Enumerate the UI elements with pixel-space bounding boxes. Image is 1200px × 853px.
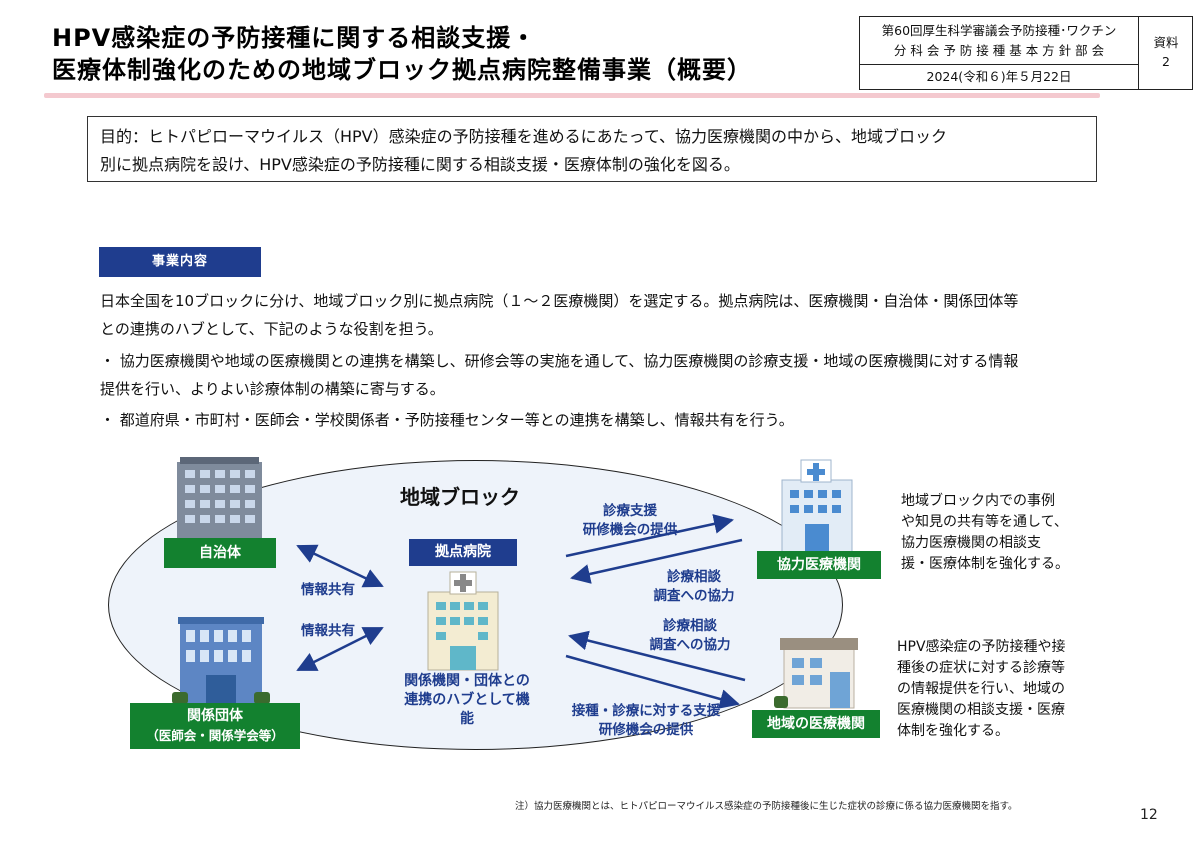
municipality-building-icon: [177, 457, 262, 544]
arrow-municipality-hub: [296, 544, 384, 588]
organization-building-icon: [172, 617, 270, 704]
info-share-label-2: 情報共有: [301, 623, 355, 639]
purpose-line-2: 別に拠点病院を設け、HPV感染症の予防接種に関する相談支援・医療体制の強化を図る…: [100, 155, 740, 174]
coop-description: 地域ブロック内での事例 や知見の共有等を通して、 協力医療機関の相談支 援・医療…: [901, 491, 1101, 575]
hub-description: 関係機関・団体との 連携のハブとして機 能: [387, 672, 547, 729]
arrow-local-to-hub: [568, 630, 746, 682]
from-local-line-1: 診療相談: [663, 618, 717, 634]
local-clinic-icon: [774, 638, 858, 709]
to-local-label: 接種・診療に対する支援 研修機会の提供: [548, 702, 744, 740]
local-description: HPV感染症の予防接種や接 種後の症状に対する診療等 の情報提供を行い、地域の …: [897, 637, 1107, 742]
local-desc-line-3: の情報提供を行い、地域の: [897, 681, 1065, 697]
meeting-line-1: 第60回厚生科学審議会予防接種･ワクチン: [881, 23, 1117, 38]
hub-hospital-label: 拠点病院: [409, 539, 517, 566]
footnote: 注）協力医療機関とは、ヒトパピローマウイルス感染症の予防接種後に生じた症状の診療…: [515, 801, 1018, 812]
arrow-hub-to-local: [565, 654, 740, 709]
from-coop-label: 診療相談 調査への協力: [634, 568, 754, 606]
to-coop-line-2: 研修機会の提供: [582, 522, 678, 538]
region-label: 地域ブロック: [400, 485, 520, 509]
from-local-line-2: 調査への協力: [649, 637, 731, 653]
to-coop-line-1: 診療支援: [603, 503, 657, 519]
coop-desc-line-3: 協力医療機関の相談支: [901, 535, 1041, 551]
local-desc-line-1: HPV感染症の予防接種や接: [897, 639, 1066, 655]
arrow-hub-to-coop: [565, 514, 734, 558]
hub-desc-line-1: 関係機関・団体との: [404, 673, 530, 689]
to-local-line-1: 接種・診療に対する支援: [571, 703, 721, 719]
purpose-box: 目的：ヒトパピローマウイルス（HPV）感染症の予防接種を進めるにあたって、協力医…: [87, 116, 1097, 182]
bullet-item-1: ・ 協力医療機関や地域の医療機関との連携を構築し、研修会等の実施を通して、協力医…: [100, 347, 1100, 403]
local-hospital-label: 地域の医療機関: [752, 710, 880, 738]
from-coop-line-2: 調査への協力: [653, 588, 735, 604]
arrow-coop-to-hub: [570, 538, 743, 584]
to-local-line-2: 研修機会の提供: [598, 722, 694, 738]
meeting-name: 第60回厚生科学審議会予防接種･ワクチン 分 科 会 予 防 接 種 基 本 方…: [860, 17, 1139, 65]
hub-hospital-icon: [427, 571, 499, 671]
coop-desc-line-4: 援・医療体制を強化する。: [901, 556, 1069, 572]
hub-desc-line-3: 能: [460, 711, 474, 727]
title-line-1: HPV感染症の予防接種に関する相談支援・: [52, 24, 537, 52]
organization-label-line-1: 関係団体: [187, 708, 243, 724]
bullet-item-2: ・ 都道府県・市町村・医師会・学校関係者・予防接種センター等との連携を構築し、情…: [100, 411, 794, 429]
meeting-date: 2024(令和６)年５月22日: [860, 65, 1139, 90]
doc-label: 資料: [1153, 35, 1179, 50]
bullet-1-line-1: ・ 協力医療機関や地域の医療機関との連携を構築し、研修会等の実施を通して、協力医…: [100, 352, 1019, 370]
from-local-label: 診療相談 調査への協力: [630, 617, 750, 655]
local-desc-line-2: 種後の症状に対する診療等: [897, 660, 1065, 676]
hub-desc-line-2: 連携のハブとして機: [404, 692, 530, 708]
local-desc-line-4: 医療機関の相談支援・医療: [897, 702, 1065, 718]
info-share-label-1: 情報共有: [301, 582, 355, 598]
bullet-1-line-2: 提供を行い、よりよい診療体制の構築に寄与する。: [100, 380, 445, 398]
coop-hospital-label: 協力医療機関: [757, 551, 881, 579]
municipality-label: 自治体: [164, 538, 276, 568]
local-desc-line-5: 体制を強化する。: [897, 723, 1009, 739]
title-line-2: 医療体制強化のための地域ブロック拠点病院整備事業（概要）: [52, 56, 752, 84]
meeting-info-box: 第60回厚生科学審議会予防接種･ワクチン 分 科 会 予 防 接 種 基 本 方…: [859, 16, 1193, 90]
organization-label-line-2: （医師会・関係学会等）: [146, 728, 284, 743]
coop-desc-line-2: や知見の共有等を通して、: [901, 514, 1068, 530]
section-tag: 事業内容: [99, 247, 261, 277]
to-coop-label: 診療支援 研修機会の提供: [560, 502, 700, 540]
coop-desc-line-1: 地域ブロック内での事例: [901, 493, 1055, 509]
from-coop-line-1: 診療相談: [667, 569, 721, 585]
cooperating-hospital-icon: [781, 459, 853, 553]
section-paragraph: 日本全国を10ブロックに分け、地域ブロック別に拠点病院（１～２医療機関）を選定す…: [100, 287, 1100, 343]
para-line-2: との連携のハブとして、下記のような役割を担う。: [100, 320, 443, 338]
title-underline: [44, 93, 1100, 98]
meeting-line-2: 分 科 会 予 防 接 種 基 本 方 針 部 会: [893, 43, 1105, 58]
organization-label: 関係団体 （医師会・関係学会等）: [130, 703, 300, 749]
page-number: 12: [1140, 807, 1158, 823]
document-number: 資料 2: [1139, 17, 1193, 90]
para-line-1: 日本全国を10ブロックに分け、地域ブロック別に拠点病院（１～２医療機関）を選定す…: [100, 292, 1019, 310]
page-title: HPV感染症の予防接種に関する相談支援・ 医療体制強化のための地域ブロック拠点病…: [52, 22, 752, 86]
purpose-line-1: 目的：ヒトパピローマウイルス（HPV）感染症の予防接種を進めるにあたって、協力医…: [100, 127, 948, 146]
arrow-organization-hub: [296, 626, 384, 672]
doc-number: 2: [1162, 54, 1170, 69]
